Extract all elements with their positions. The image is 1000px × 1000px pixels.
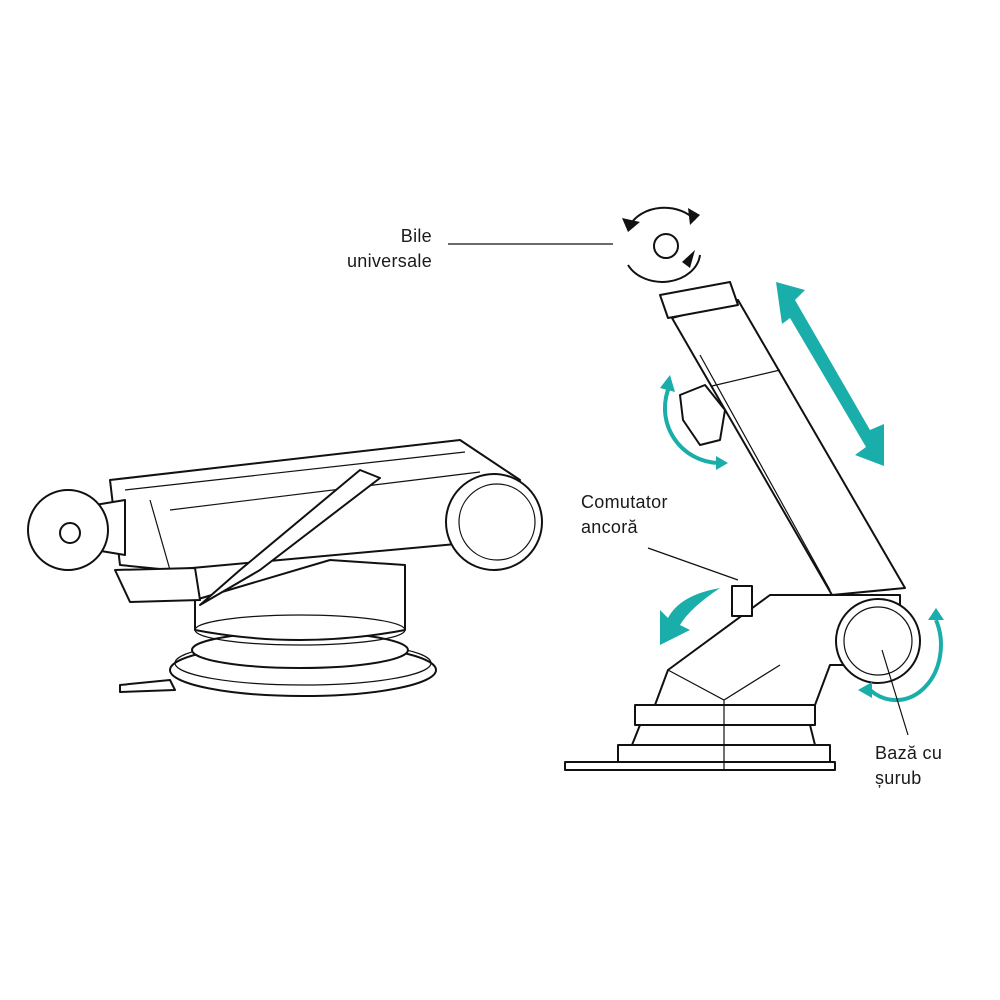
label-line: Bază cu <box>875 743 943 763</box>
anchor-switch <box>731 585 753 617</box>
ball-joint-label: Bile universale <box>347 224 432 274</box>
screw-base-label: Bază cu șurub <box>875 741 942 791</box>
anchor-switch-label: Comutator ancoră <box>581 490 668 540</box>
label-line: șurub <box>875 768 922 788</box>
label-line: Bile <box>400 226 432 246</box>
base-rotate-arrow-icon <box>868 619 943 702</box>
label-line: Comutator <box>581 492 668 512</box>
release-tab <box>119 679 176 693</box>
knob-rotate-arrow-icon <box>662 384 719 465</box>
right-mount-illustration <box>564 206 944 771</box>
extend-arrow-icon <box>776 282 884 466</box>
lock-knob <box>679 384 726 446</box>
label-line: ancoră <box>581 517 638 537</box>
tilt-arrow-icon <box>660 588 720 645</box>
rotation-dial <box>445 473 543 571</box>
rotation-dial <box>835 598 921 684</box>
ball-joint <box>653 233 679 259</box>
label-line: universale <box>346 251 432 271</box>
anchor-switch-leader-line <box>647 547 739 581</box>
left-mount-illustration <box>27 439 543 697</box>
screw-base-leader-line <box>881 649 909 736</box>
rotation-arrows-icon <box>627 206 701 283</box>
lock-knob <box>114 567 201 603</box>
